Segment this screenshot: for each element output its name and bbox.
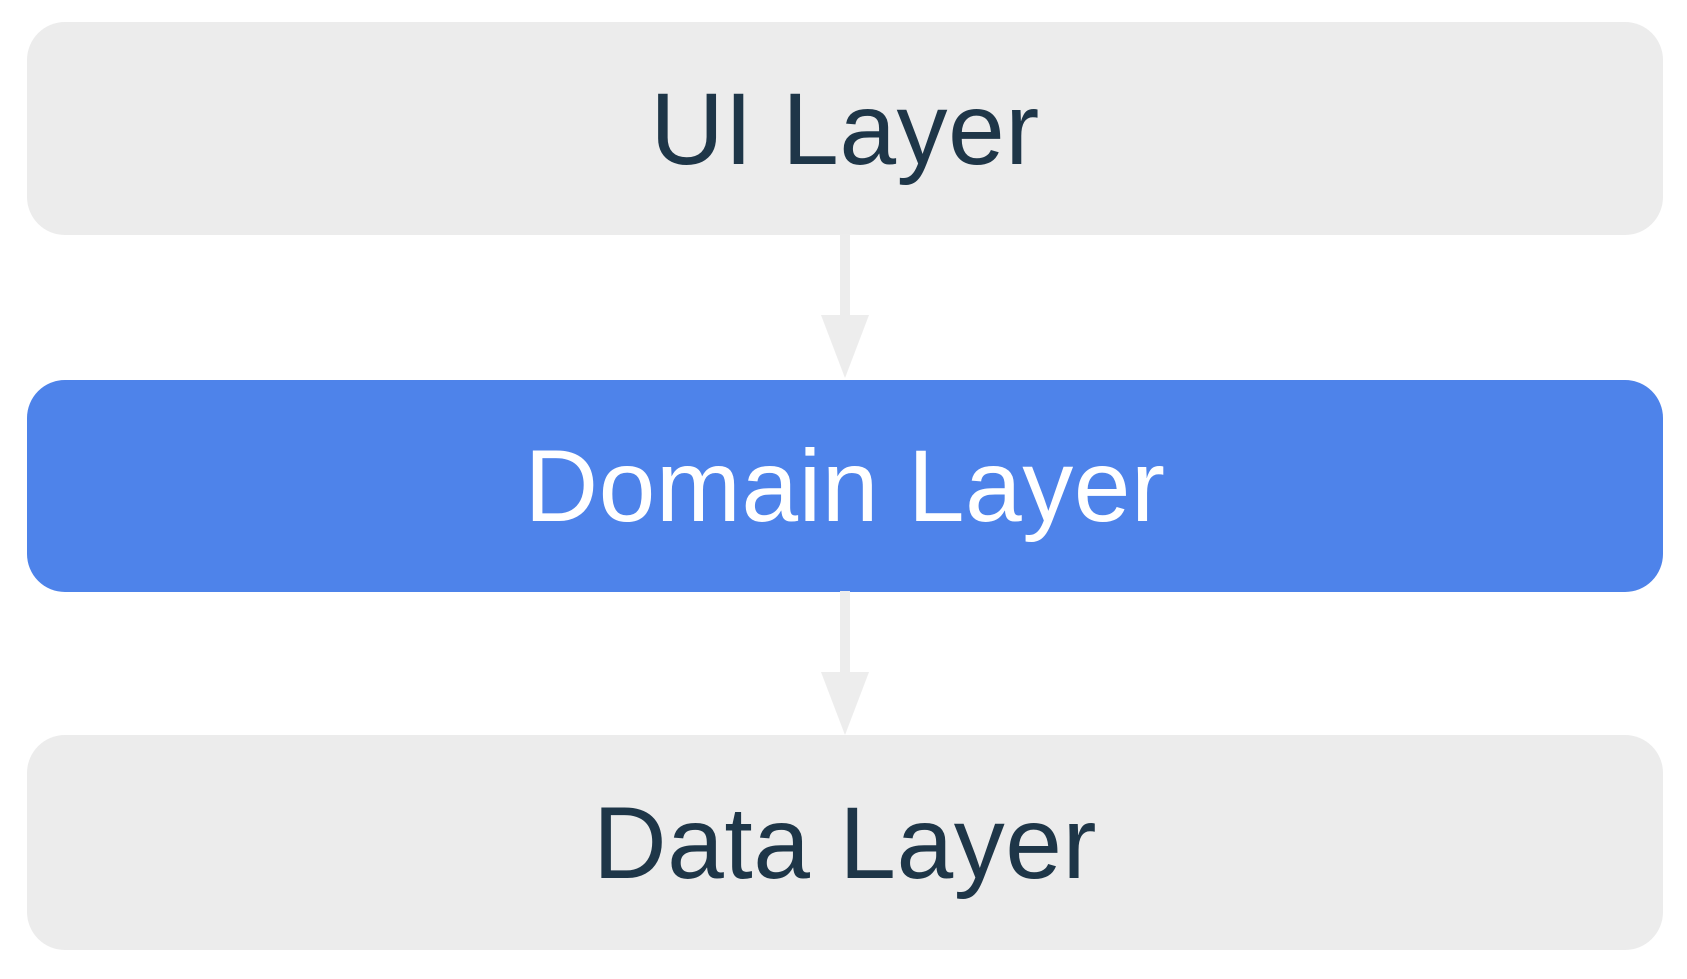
down-arrow-icon bbox=[821, 591, 869, 735]
layer-box-data: Data Layer bbox=[27, 735, 1663, 950]
layer-label-data: Data Layer bbox=[593, 785, 1097, 900]
layer-box-domain: Domain Layer bbox=[27, 380, 1663, 592]
down-arrow-icon bbox=[821, 234, 869, 378]
layer-box-ui: UI Layer bbox=[27, 22, 1663, 235]
layer-label-domain: Domain Layer bbox=[524, 429, 1166, 543]
layer-label-ui: UI Layer bbox=[650, 71, 1040, 186]
